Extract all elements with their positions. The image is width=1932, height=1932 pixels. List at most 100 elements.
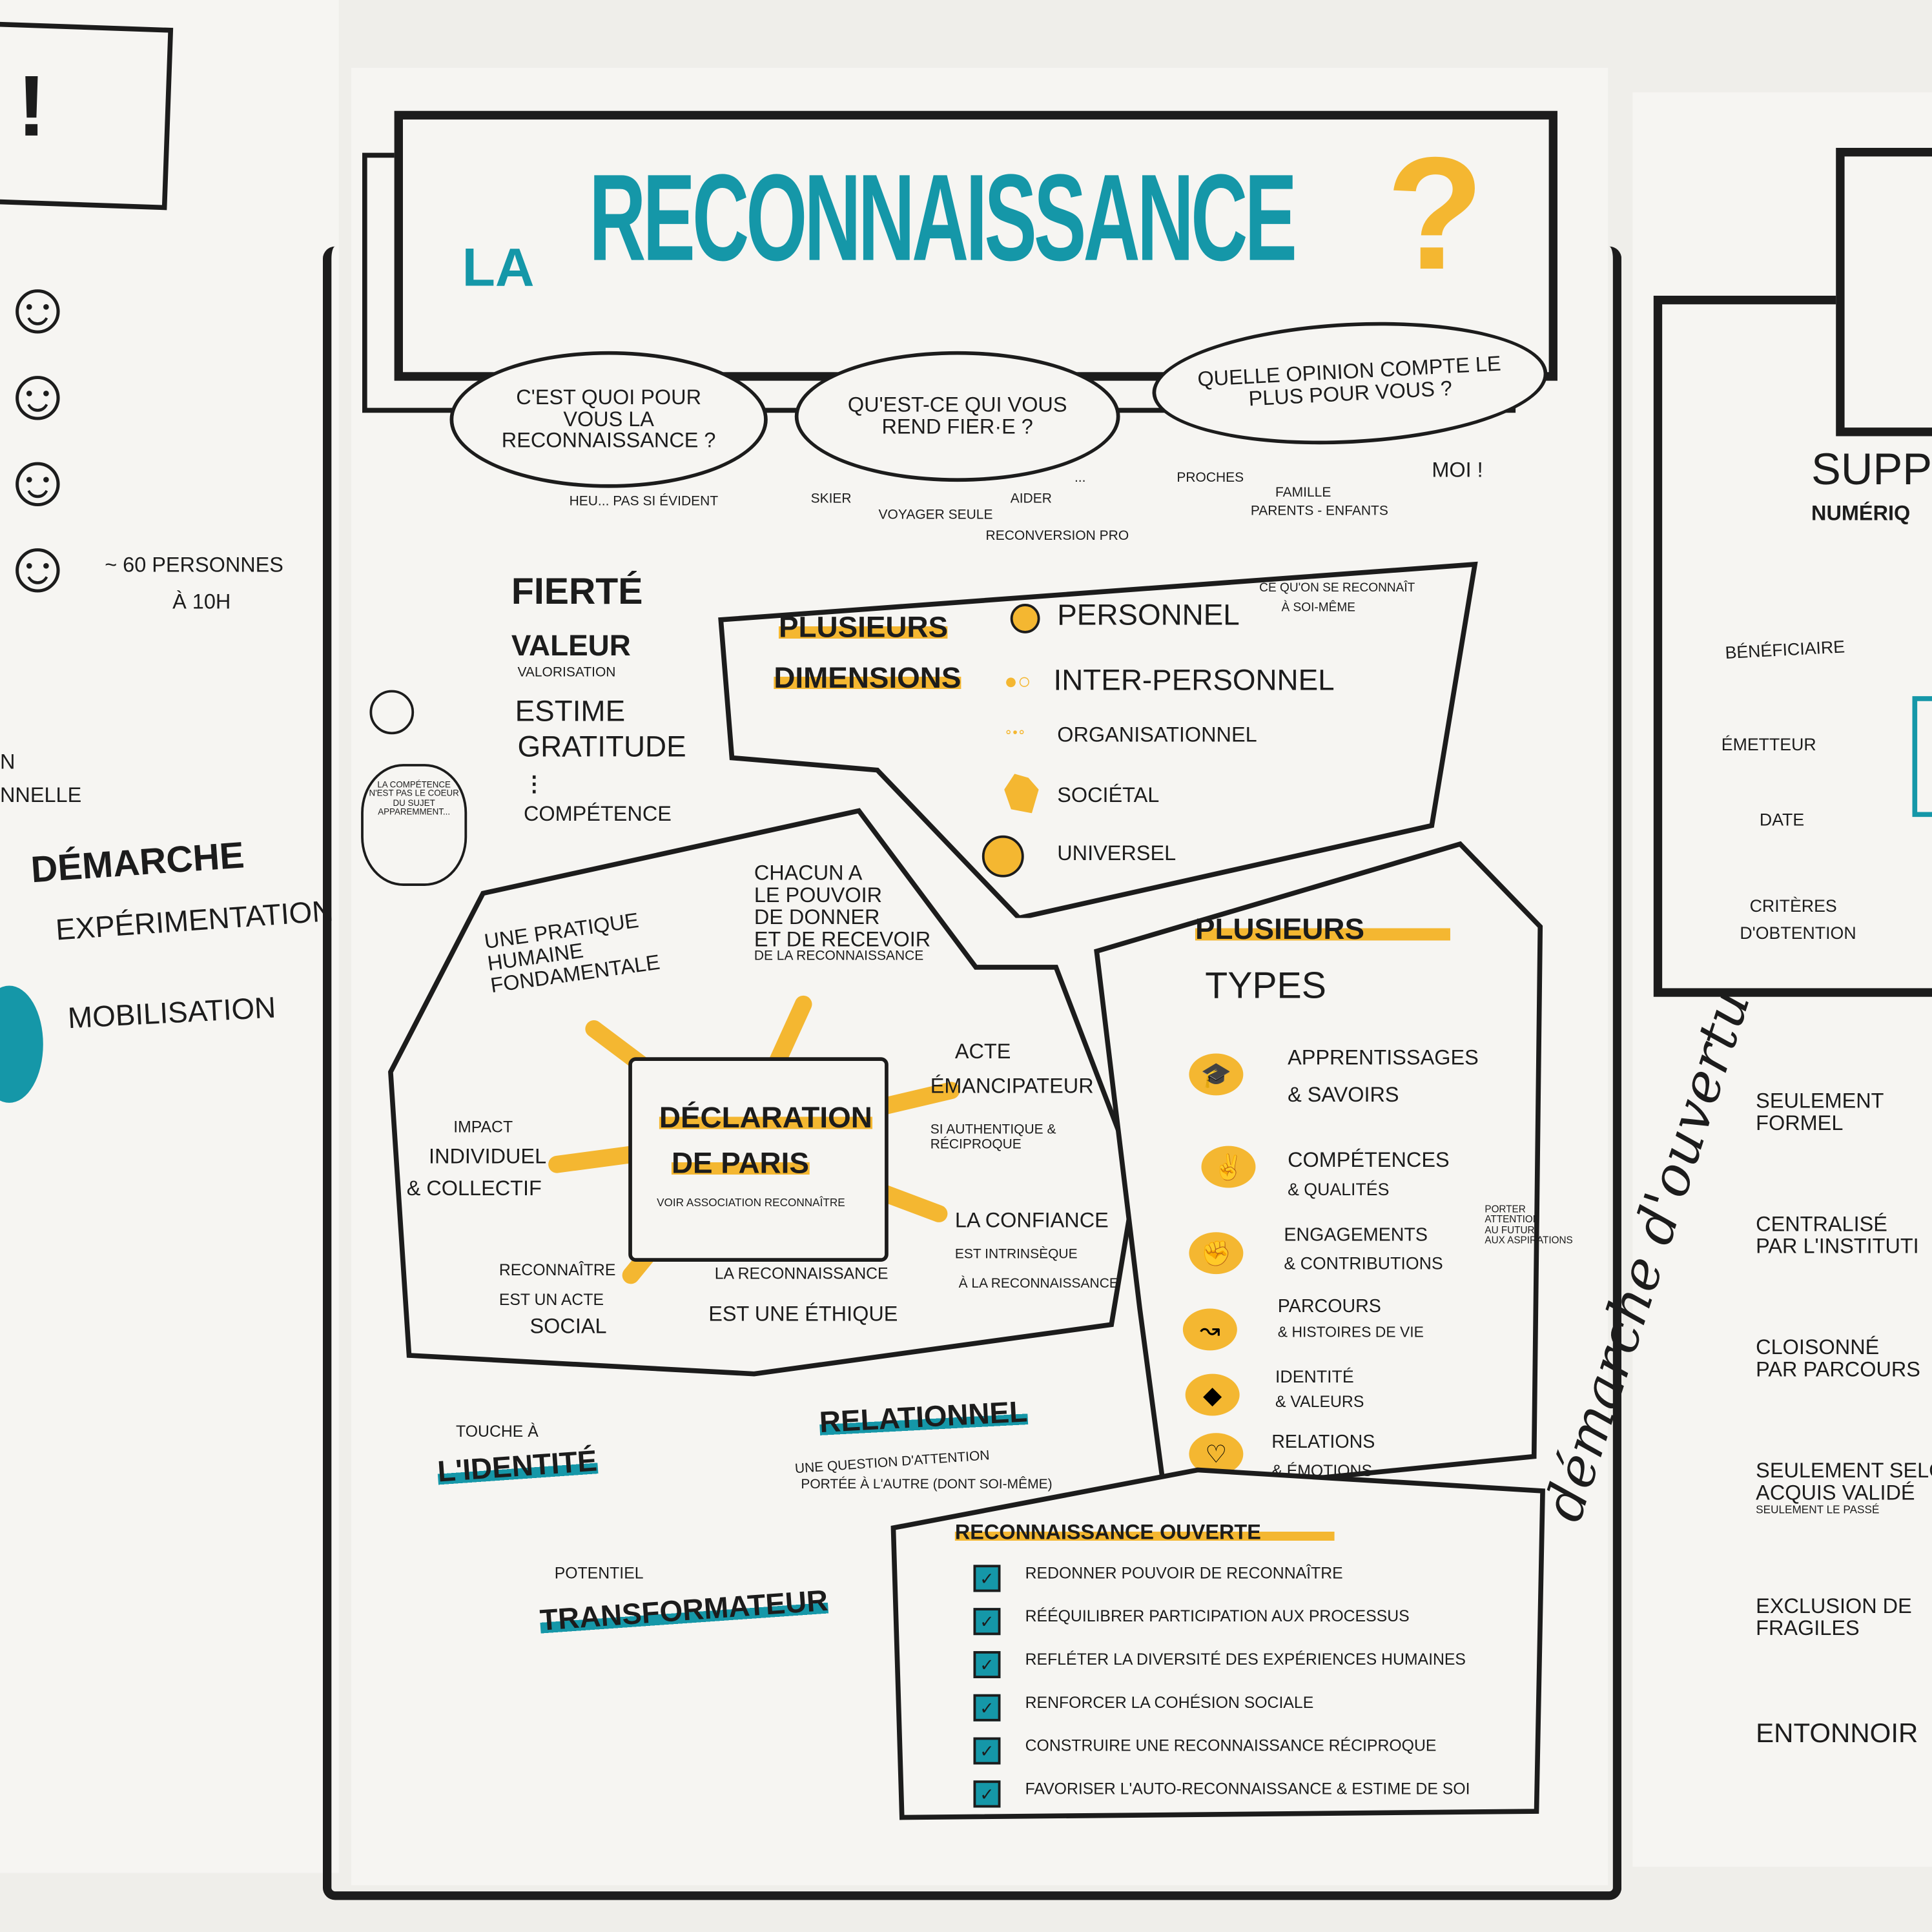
text-line: SEULEMENT	[1756, 1089, 1884, 1113]
text-line: AU FUTUR,	[1485, 1224, 1537, 1236]
answer: HEU... PAS SI ÉVIDENT	[569, 494, 719, 509]
dimension-item: INTER-PERSONNEL	[1053, 664, 1335, 698]
confiance-note: À LA RECONNAISSANCE	[958, 1276, 1118, 1291]
type-item: IDENTITÉ	[1275, 1366, 1354, 1386]
checkbox-checked-icon: ✓	[973, 1650, 1001, 1678]
title-question-mark: ?	[1386, 123, 1485, 303]
answer: RECONVERSION PRO	[985, 528, 1129, 544]
dimension-note: CE QU'ON SE RECONNAÎT	[1259, 581, 1415, 595]
impact-text: & COLLECTIF	[406, 1177, 542, 1200]
text-line: SEULEMENT LE PASSÉ	[1756, 1503, 1880, 1516]
support-field: CRITÈRES	[1749, 896, 1837, 916]
text-line: CHACUN A	[754, 861, 863, 885]
value-valorisation: VALORISATION	[517, 665, 616, 681]
dimension-item: SOCIÉTAL	[1057, 783, 1160, 807]
ellipsis: ⋮	[523, 772, 545, 796]
checkbox-checked-icon: ✓	[973, 1737, 1001, 1765]
ouverte-outline	[890, 1467, 1545, 1820]
acte-text: ÉMANCIPATEUR	[930, 1074, 1094, 1098]
right-list-item: ENTONNOIR	[1756, 1719, 1932, 1793]
type-item: COMPÉTENCES	[1288, 1148, 1450, 1172]
ethique-text: LA RECONNAISSANCE	[714, 1264, 889, 1283]
type-item: PARCOURS	[1277, 1296, 1381, 1317]
checkbox-checked-icon: ✓	[973, 1694, 1001, 1721]
text-line: SEULEMENT SELON	[1756, 1459, 1932, 1483]
support-field: ÉMETTEUR	[1721, 734, 1816, 754]
support-banner	[1836, 147, 1932, 437]
thought-cloud: LA COMPÉTENCE N'EST PAS LE COEUR DU SUJE…	[361, 764, 468, 886]
globe-icon	[981, 835, 1024, 878]
pouvoir-text: CHACUN A LE POUVOIR DE DONNER ET DE RECE…	[754, 861, 930, 965]
dimension-item: UNIVERSEL	[1057, 841, 1177, 865]
type-item: & SAVOIRS	[1288, 1083, 1399, 1107]
text-line: PAR L'INSTITUTI	[1756, 1234, 1919, 1258]
text-line: CENTRALISÉ	[1756, 1212, 1887, 1236]
types-heading: TYPES	[1205, 966, 1326, 1007]
dimensions-box	[717, 560, 1481, 921]
support-field: D'OBTENTION	[1740, 923, 1856, 943]
checklist-label: FAVORISER L'AUTO-RECONNAISSANCE & ESTIME…	[1025, 1779, 1470, 1798]
answer: PROCHES	[1177, 470, 1244, 486]
support-field: DATE	[1759, 809, 1805, 830]
personal-dot-icon	[1010, 604, 1040, 633]
type-item: & HISTOIRES DE VIE	[1277, 1323, 1424, 1341]
dimensions-outline	[718, 561, 1478, 921]
dimension-item: PERSONNEL	[1057, 599, 1240, 632]
cut-text: N	[0, 750, 15, 774]
poster-outline	[322, 246, 1622, 1900]
checkbox-checked-icon: ✓	[973, 1780, 1001, 1808]
value-fierte: FIERTÉ	[511, 571, 643, 613]
impact-text: INDIVIDUEL	[429, 1144, 547, 1168]
acte-note: SI AUTHENTIQUE & RÉCIPROQUE	[930, 1122, 1056, 1152]
text-line: DE DONNER	[754, 905, 880, 929]
checklist-label: RÉÉQUILIBRER PARTICIPATION AUX PROCESSUS	[1025, 1607, 1410, 1625]
people-count: ~ 60 PERSONNES	[105, 553, 283, 577]
text-line: FRAGILES	[1756, 1616, 1860, 1640]
support-title: SUPPOR	[1811, 443, 1932, 495]
type-item: ENGAGEMENTS	[1284, 1224, 1428, 1246]
acte-text: ACTE	[954, 1040, 1011, 1064]
people-icon: ☺☺☺☺	[0, 266, 76, 608]
answer: VOYAGER SEULE	[878, 508, 993, 523]
ethique-text: EST UNE ÉTHIQUE	[708, 1302, 898, 1326]
type-item: APPRENTISSAGES	[1288, 1046, 1479, 1070]
title-article: LA	[462, 238, 535, 298]
text-line: ATTENTION	[1485, 1214, 1540, 1226]
text-line: LE POUVOIR	[754, 883, 883, 907]
value-estime: ESTIME	[515, 695, 626, 728]
exclamation-mark: !	[17, 57, 46, 154]
question-bubble-1: C'EST QUOI POUR VOUS LA RECONNAISSANCE ?	[449, 351, 768, 488]
cut-text: NNELLE	[0, 783, 82, 807]
text-line: ACQUIS VALIDÉ	[1756, 1481, 1915, 1505]
question-text: C'EST QUOI POUR VOUS LA RECONNAISSANCE ?	[501, 385, 716, 453]
type-item: & VALEURS	[1275, 1392, 1364, 1411]
text-line: AUX ASPIRATIONS	[1485, 1235, 1573, 1246]
declaration-title: DE PARIS	[671, 1147, 809, 1181]
impact-text: IMPACT	[453, 1117, 513, 1136]
checklist-label: CONSTRUIRE UNE RECONNAISSANCE RÉCIPROQUE	[1025, 1736, 1437, 1755]
victory-hand-icon: ✌	[1201, 1146, 1256, 1188]
answer: MOI !	[1432, 458, 1483, 482]
character-head-icon	[369, 690, 415, 735]
answer: AIDER	[1010, 491, 1052, 507]
answer: PARENTS - ENFANTS	[1250, 504, 1388, 519]
question-text: QU'EST-CE QUI VOUS REND FIER·E ?	[847, 393, 1067, 439]
checkbox-checked-icon: ✓	[973, 1608, 1001, 1636]
answer: ...	[1074, 470, 1086, 486]
potentiel-text: POTENTIEL	[554, 1563, 644, 1583]
path-arrow-icon: ↝	[1182, 1308, 1237, 1351]
dimensions-heading: PLUSIEURS	[778, 611, 949, 644]
text-line: PAR PARCOURS	[1756, 1357, 1920, 1381]
type-item: RELATIONS	[1271, 1432, 1375, 1453]
question-bubble-2: QU'EST-CE QUI VOUS REND FIER·E ?	[794, 351, 1120, 482]
page-title: RECONNAISSANCE	[589, 149, 1297, 287]
declaration-title: DÉCLARATION	[659, 1101, 872, 1135]
badge-icon	[1912, 696, 1932, 817]
social-text: RECONNAÎTRE	[498, 1260, 616, 1279]
checklist-label: REDONNER POUVOIR DE RECONNAÎTRE	[1025, 1563, 1343, 1583]
